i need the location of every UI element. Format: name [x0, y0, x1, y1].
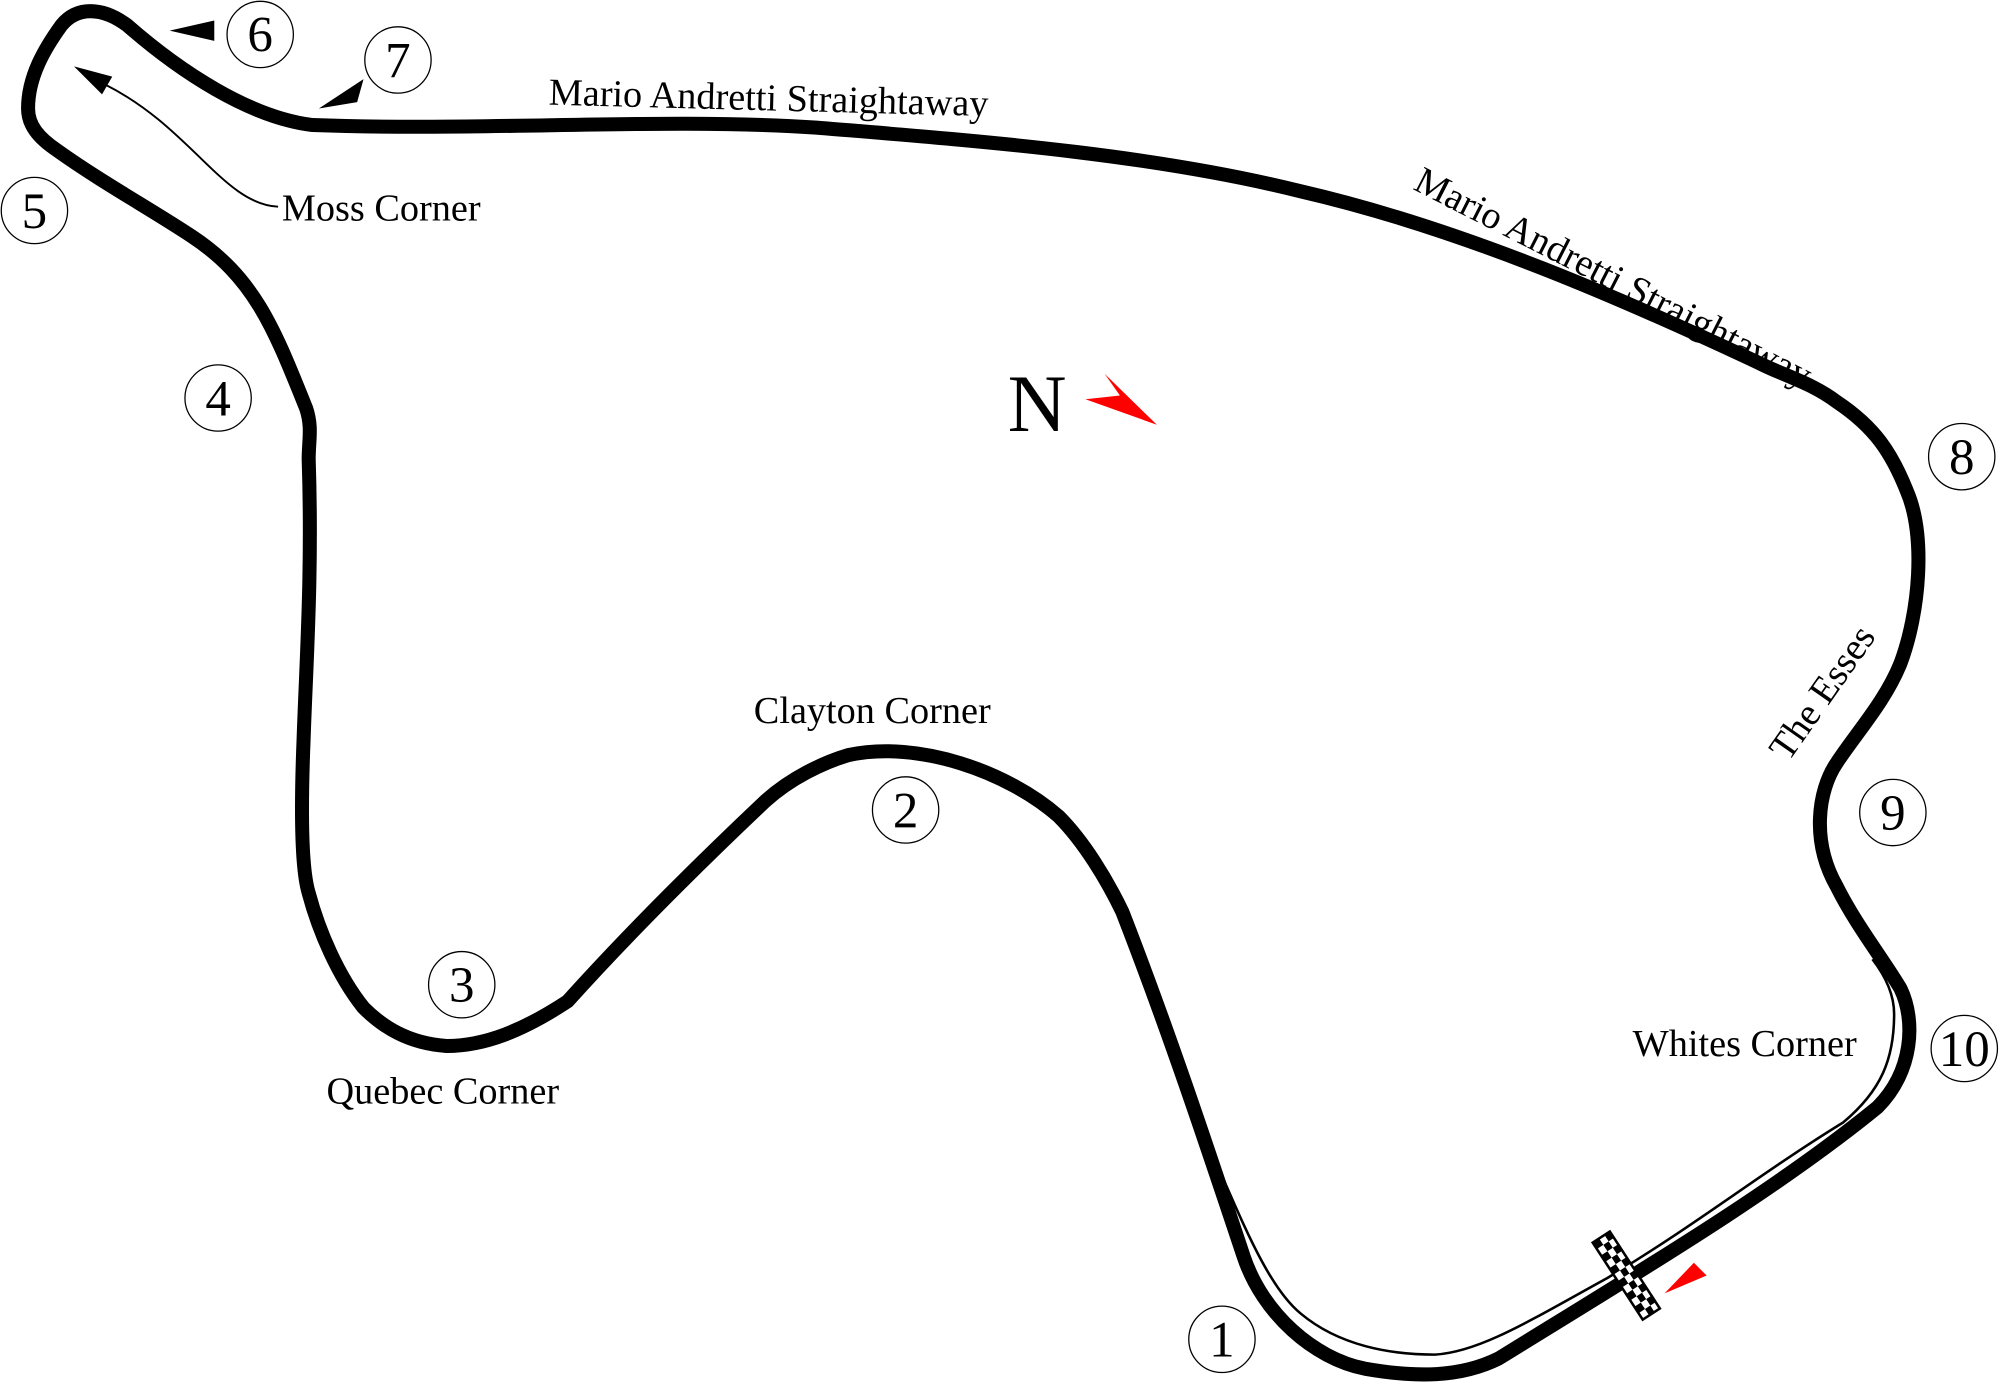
svg-text:1: 1	[1209, 1313, 1235, 1369]
north-arrow-icon	[1085, 373, 1157, 425]
svg-text:9: 9	[1880, 786, 1906, 842]
svg-text:7: 7	[385, 33, 411, 89]
arrowhead-icon	[73, 66, 113, 95]
svg-text:3: 3	[449, 958, 475, 1014]
whites-corner-label: Whites Corner	[1633, 1023, 1857, 1065]
turn-9: 9	[1859, 778, 1927, 847]
turn-1: 1	[1188, 1305, 1256, 1374]
moss-corner-label: Moss Corner	[282, 188, 481, 230]
checkered-flag-icon	[1590, 1229, 1662, 1322]
svg-text:4: 4	[205, 371, 231, 427]
turn-5: 5	[0, 176, 69, 245]
turn-10: 10	[1930, 1014, 1999, 1083]
direction-arrow-icon	[1664, 1262, 1707, 1294]
arrowhead-icon	[169, 20, 215, 41]
moss-pointer-line	[104, 83, 279, 208]
racing-line-pit	[1216, 958, 1896, 1356]
turn-2: 2	[871, 776, 940, 844]
svg-text:2: 2	[893, 783, 919, 839]
esses-label: The Esses	[1761, 618, 1884, 768]
arrowhead-icon	[318, 79, 364, 109]
turn-6: 6	[226, 0, 295, 69]
straightaway-label-2: Mario Andretti Straightaway	[1408, 159, 1819, 396]
straightaway-label: Mario Andretti Straightaway	[548, 72, 989, 125]
track-outline	[21, 4, 1926, 1382]
clayton-corner-label: Clayton Corner	[754, 690, 991, 732]
north-label: N	[1008, 358, 1067, 449]
svg-text:6: 6	[247, 8, 273, 64]
quebec-corner-label: Quebec Corner	[327, 1070, 560, 1112]
svg-text:5: 5	[22, 184, 48, 240]
turn-4: 4	[184, 364, 252, 432]
turn-7: 7	[364, 26, 432, 94]
turn-3: 3	[427, 950, 496, 1019]
svg-text:10: 10	[1939, 1022, 1990, 1078]
svg-text:8: 8	[1949, 430, 1975, 486]
turn-8: 8	[1927, 422, 1996, 491]
